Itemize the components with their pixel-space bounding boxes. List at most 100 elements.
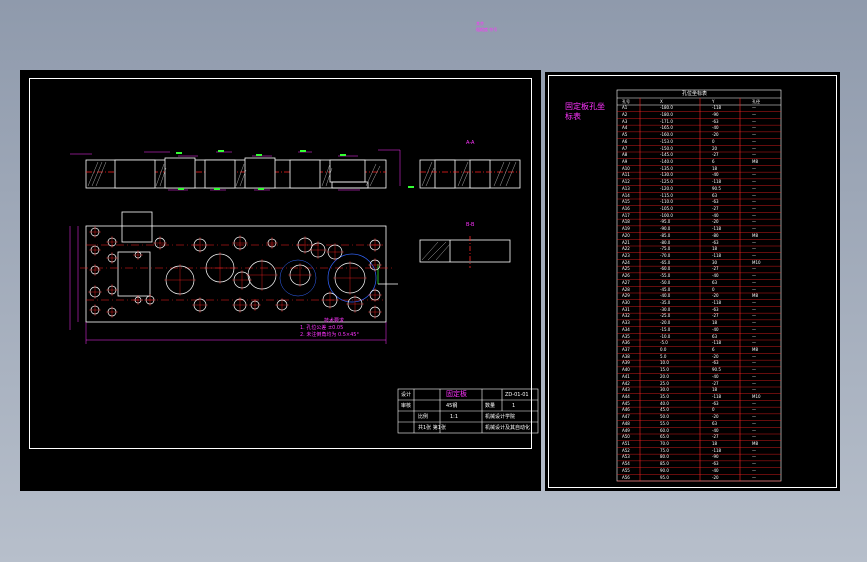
table-cell: -20 [712, 474, 719, 480]
tb-checker-label: 审核 [401, 403, 412, 409]
table-cell: -40 [712, 427, 719, 433]
table-cell: -85.0 [660, 232, 671, 238]
table-cell: — [752, 105, 756, 111]
table-cell: A23 [622, 253, 630, 258]
table-cell: M10 [752, 259, 761, 265]
table-cell: -5.0 [660, 340, 668, 346]
tb-class-info: 机械设计及其自动化 [485, 425, 531, 431]
table-cell: -63 [712, 306, 719, 312]
table-cell: -75.0 [660, 246, 671, 252]
table-cell: — [752, 414, 756, 420]
bb-section-hatch [421, 241, 451, 261]
table-cell: A35 [622, 333, 630, 339]
coord-table-title: 孔位坐标表 [682, 91, 708, 97]
table-cell: -125.0 [660, 179, 673, 185]
table-cell: M8 [752, 441, 758, 446]
section-label-aa: A-A [466, 140, 475, 146]
table-cell: 15.0 [660, 367, 669, 373]
table-cell: A43 [622, 387, 630, 393]
table-cell: A37 [622, 347, 630, 352]
table-cell: M8 [752, 232, 758, 238]
table-cell: 90.5 [712, 185, 721, 191]
table-cell: -27 [712, 380, 719, 386]
table-cell: — [752, 179, 756, 185]
table-cell: -90 [712, 112, 719, 117]
table-cell: 70.0 [660, 441, 669, 446]
table-cell: -40.0 [660, 293, 671, 299]
table-cell: A55 [622, 467, 630, 473]
table-cell: — [752, 172, 756, 178]
table-cell: -40 [712, 373, 719, 379]
table-cell: -20 [712, 219, 719, 225]
table-cell: — [752, 454, 756, 460]
table-cell: M10 [752, 394, 761, 399]
tb-quantity-label: 数量 [485, 403, 496, 409]
table-cell: — [752, 367, 756, 373]
table-cell: 63 [712, 279, 718, 285]
tb-scale: 1:1 [450, 414, 459, 420]
table-cell: A48 [622, 420, 630, 426]
front-dimensions [70, 149, 401, 191]
table-cell: -27 [712, 434, 719, 440]
table-cell: — [752, 326, 756, 332]
table-cell: -63 [712, 461, 719, 467]
table-cell: -10.0 [660, 333, 671, 339]
table-cell: -20.0 [660, 320, 671, 326]
table-cell: — [752, 400, 756, 406]
front-dim-ticks [176, 150, 414, 190]
table-cell: A52 [622, 447, 630, 453]
title-block-lines [397, 388, 539, 434]
table-cell: -70.0 [660, 253, 671, 258]
table-cell: A27 [622, 279, 630, 285]
table-cell: — [752, 461, 756, 467]
tb-material: 45钢 [446, 403, 458, 409]
table-cell: 0 [712, 286, 715, 292]
table-cell: -90.0 [660, 226, 671, 232]
table-cell: -118 [712, 226, 722, 232]
table-cell: — [752, 253, 756, 258]
aa-section-hatch [421, 161, 517, 187]
tb-scale-label: 比例 [418, 414, 429, 420]
table-cell: — [752, 474, 756, 480]
table-cell: 5.0 [660, 353, 667, 359]
table-cell: -63 [712, 199, 719, 205]
table-cell: -171.0 [660, 118, 673, 124]
table-cell: -150.0 [660, 145, 673, 151]
table-cell: A24 [622, 259, 630, 265]
tb-quantity: 1 [512, 403, 516, 409]
table-cell: -40 [712, 125, 719, 131]
table-cell: -35.0 [660, 300, 671, 305]
table-cell: 18 [712, 165, 718, 171]
table-cell: -145.0 [660, 152, 673, 158]
table-cell: -180.0 [660, 105, 673, 111]
table-cell: A54 [622, 461, 630, 467]
table-cell: — [752, 279, 756, 285]
table-cell: 0.0 [660, 347, 667, 352]
table-cell: -180.0 [660, 112, 673, 117]
drawing-sheet-left [20, 70, 541, 491]
table-cell: — [752, 380, 756, 386]
table-header-cell: Y [712, 99, 715, 104]
table-cell: -55.0 [660, 273, 671, 279]
table-cell: A44 [622, 394, 630, 399]
table-cell: — [752, 320, 756, 326]
table-cell: A12 [622, 179, 630, 185]
table-cell: — [752, 306, 756, 312]
table-cell: A19 [622, 226, 630, 232]
table-cell: -40 [712, 212, 719, 218]
table-cell: A21 [622, 239, 630, 245]
table-cell: -118 [712, 253, 722, 258]
table-cell: — [752, 185, 756, 191]
table-cell: A49 [622, 427, 630, 433]
table-cell: -160.0 [660, 132, 673, 138]
table-cell: -110.0 [660, 199, 673, 205]
table-cell: 75.0 [660, 447, 669, 453]
table-cell: -118 [712, 394, 722, 399]
table-cell: A31 [622, 306, 630, 312]
table-cell: — [752, 300, 756, 305]
table-cell: -27 [712, 313, 719, 319]
table-cell: -20 [712, 132, 719, 138]
table-header-cell: 孔号 [622, 99, 630, 104]
table-cell: — [752, 387, 756, 393]
